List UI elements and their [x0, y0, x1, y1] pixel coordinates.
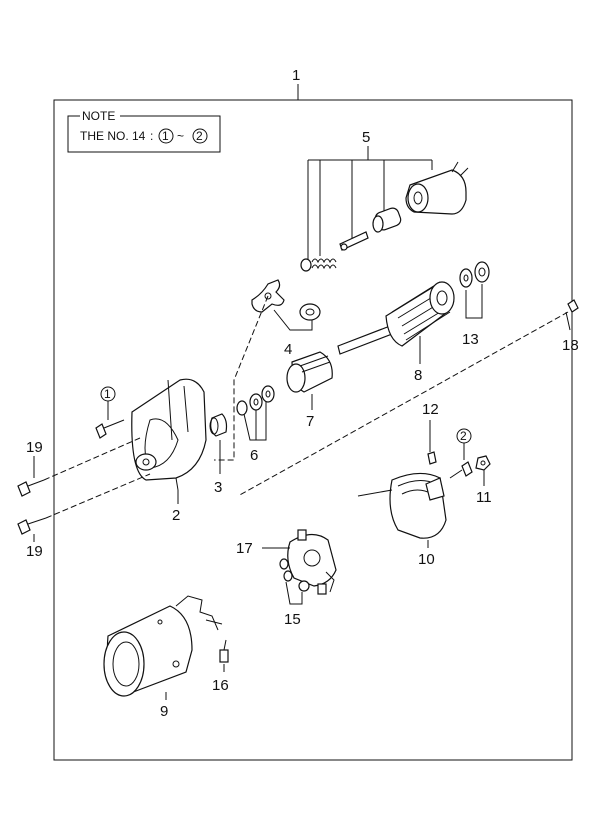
bolt-19-lower: [17, 517, 47, 535]
armature: [337, 281, 455, 355]
note-range-end: 2: [196, 129, 203, 143]
callout-4: 4: [284, 341, 292, 358]
rear-bracket: [357, 472, 447, 539]
callout-3: 3: [214, 479, 222, 496]
washers: [459, 261, 490, 288]
stop-ring-set: [236, 385, 275, 416]
circled-1-label: 1: [104, 387, 111, 401]
leader-5: [307, 146, 433, 262]
callout-11: 11: [476, 489, 492, 506]
callout-13: 13: [462, 331, 479, 348]
callout-5: 5: [362, 129, 370, 146]
bushing: [209, 413, 228, 437]
through-bolt: [565, 299, 579, 331]
note-tilde: ~: [177, 129, 184, 143]
callout-10: 10: [418, 551, 435, 568]
callout-16: 16: [212, 677, 229, 694]
circled-2-label: 2: [460, 429, 467, 443]
return-spring: [300, 258, 337, 272]
nut-11: [475, 455, 491, 471]
callout-19-upper: 19: [26, 439, 43, 456]
brush-16: [219, 639, 229, 663]
note-heading: NOTE: [82, 109, 115, 123]
bolt-19-upper: [17, 479, 45, 497]
brush-spring: [279, 558, 310, 592]
callout-9: 9: [160, 703, 168, 720]
callout-12: 12: [422, 401, 439, 418]
note-range-start: 1: [162, 129, 169, 143]
note-separator: :: [150, 129, 153, 143]
callout-2: 2: [172, 507, 180, 524]
callout-18: 18: [562, 337, 579, 354]
callout-1: 1: [292, 67, 300, 84]
yoke-assembly: [103, 595, 223, 697]
callout-7: 7: [306, 413, 314, 430]
front-housing: [131, 378, 207, 491]
note-number: 14: [132, 129, 146, 143]
bracket-screw: [449, 461, 473, 479]
callout-17: 17: [236, 540, 253, 557]
lever-pad: [299, 303, 321, 321]
assembly-frame: [53, 99, 573, 761]
callout-19-lower: 19: [26, 543, 43, 560]
housing-screw: [95, 419, 125, 439]
plunger-pin: [339, 231, 369, 251]
overrunning-clutch: [286, 351, 333, 393]
solenoid-switch: [405, 161, 469, 215]
callout-15: 15: [284, 611, 301, 628]
plunger: [372, 207, 402, 233]
screw-12: [427, 451, 437, 465]
brush-holder: [287, 529, 337, 595]
callout-8: 8: [414, 367, 422, 384]
callout-6: 6: [250, 447, 258, 464]
note-box: NOTE THE NO. 14 : 1 ~ 2: [67, 109, 221, 153]
note-prefix: THE NO.: [80, 129, 129, 143]
